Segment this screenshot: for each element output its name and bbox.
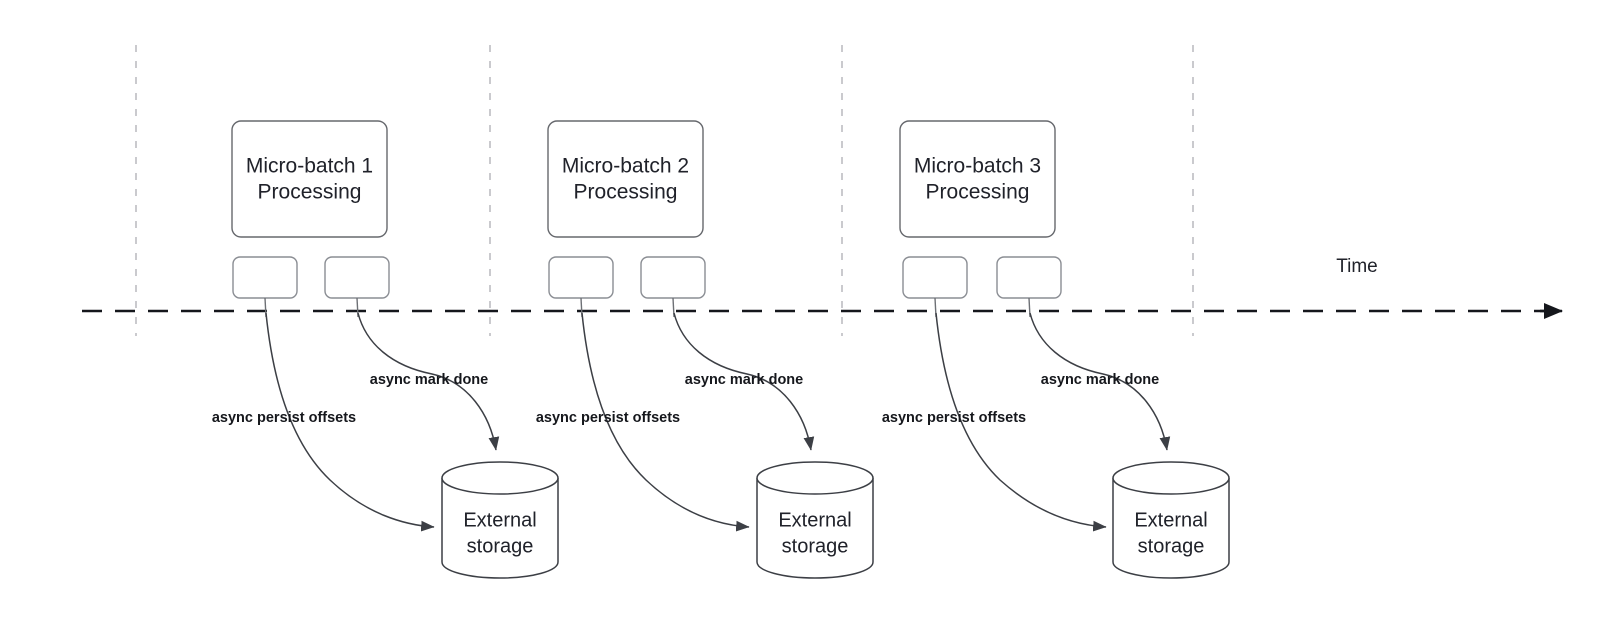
- micro-batch-2-label-line2: Processing: [574, 181, 678, 204]
- micro-batch-1-processing-box[interactable]: [231, 120, 388, 238]
- micro-batch-3-persist-offsets-arrow: [935, 312, 1107, 532]
- micro-batch-1-persist-offsets-arrow: [265, 312, 435, 532]
- external-storage-1-body[interactable]: [441, 478, 559, 579]
- micro-batch-1-mark-task-box[interactable]: [324, 256, 390, 299]
- micro-batch-3-processing-box[interactable]: [899, 120, 1056, 238]
- micro-batch-1-persist-offsets-label: async persist offsets: [212, 410, 356, 426]
- external-storage-3-body[interactable]: [1112, 478, 1230, 579]
- micro-batch-1-label-line1: Micro-batch 1: [246, 155, 373, 178]
- micro-batch-2-mark-done-arrow: [673, 312, 815, 451]
- micro-batch-3-persist-task-box[interactable]: [902, 256, 968, 299]
- micro-batch-2-persist-offsets-arrow: [581, 312, 750, 532]
- external-storage-3-top: [1112, 461, 1230, 495]
- external-storage-2-top: [756, 461, 874, 495]
- external-storage-1-label-line1: External: [463, 509, 536, 531]
- external-storage-2-label-line2: storage: [782, 535, 849, 557]
- external-storage-1-label-line2: storage: [467, 535, 534, 557]
- micro-batch-3-mark-done-label: async mark done: [1041, 372, 1159, 388]
- external-storage-3-label-line1: External: [1134, 509, 1207, 531]
- micro-batch-2-mark-done-label: async mark done: [685, 372, 803, 388]
- group-2: Micro-batch 2 Processing async persist o…: [536, 120, 874, 579]
- micro-batch-3-persist-offsets-label: async persist offsets: [882, 410, 1026, 426]
- group-1: Micro-batch 1 Processing async persist o…: [212, 120, 559, 579]
- micro-batch-2-mark-task-box[interactable]: [640, 256, 706, 299]
- micro-batch-3-mark-done-arrow: [1029, 312, 1171, 451]
- time-axis: Time: [82, 256, 1564, 320]
- time-axis-label: Time: [1336, 256, 1378, 277]
- external-storage-2-body[interactable]: [756, 478, 874, 579]
- group-3: Micro-batch 3 Processing async persist o…: [882, 120, 1230, 579]
- micro-batch-1-persist-task-box[interactable]: [232, 256, 298, 299]
- micro-batch-2-persist-offsets-label: async persist offsets: [536, 410, 680, 426]
- external-storage-2-label-line1: External: [778, 509, 851, 531]
- micro-batch-2-processing-box[interactable]: [547, 120, 704, 238]
- external-storage-3-label-line2: storage: [1138, 535, 1205, 557]
- micro-batch-3-mark-task-box[interactable]: [996, 256, 1062, 299]
- external-storage-1-top: [441, 461, 559, 495]
- micro-batch-3-label-line1: Micro-batch 3: [914, 155, 1041, 178]
- micro-batch-3-label-line2: Processing: [926, 181, 1030, 204]
- micro-batch-1-mark-done-label: async mark done: [370, 372, 488, 388]
- micro-batch-1-mark-done-arrow: [357, 312, 500, 451]
- micro-batch-2-persist-task-box[interactable]: [548, 256, 614, 299]
- micro-batch-1-label-line2: Processing: [258, 181, 362, 204]
- boundary-dividers: [135, 45, 1194, 336]
- micro-batch-2-label-line1: Micro-batch 2: [562, 155, 689, 178]
